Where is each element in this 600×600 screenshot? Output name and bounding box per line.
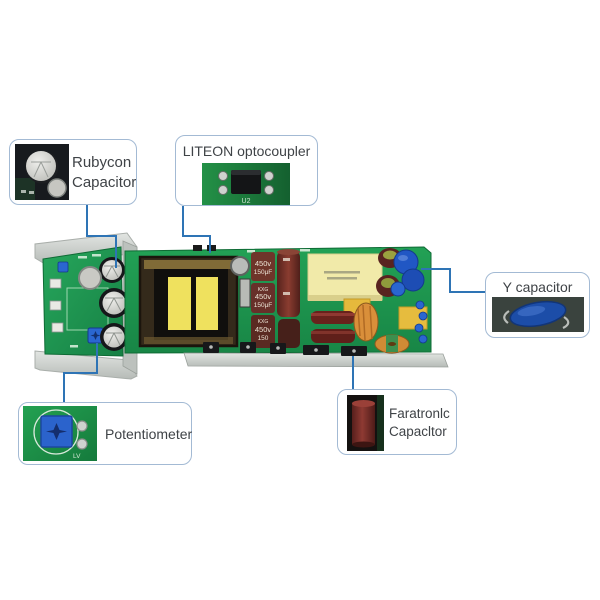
faratronic-capacitors-component xyxy=(311,311,355,343)
rubycon-capacitor-photo xyxy=(15,144,69,200)
faratronic-capacitor-photo xyxy=(347,395,384,451)
yellow-component xyxy=(398,306,428,330)
film-capacitor-block xyxy=(307,253,383,301)
capacitor-ratings: 450v 150μF KXG 450v 150μF KXG 450v 150 xyxy=(254,259,273,342)
daughter-board xyxy=(42,246,129,357)
liteon-label: LITEON optocoupler xyxy=(182,143,311,159)
liteon-optocoupler-photo: U2 xyxy=(202,163,290,205)
rubycon-label-line2: Capacitor xyxy=(72,174,137,191)
transformer-winding-window xyxy=(196,277,218,330)
svg-text:KXG: KXG xyxy=(258,319,269,325)
small-top-components xyxy=(193,245,310,253)
svg-text:150μF: 150μF xyxy=(254,302,273,309)
potentiometer-marking-text: LV xyxy=(73,453,81,460)
faratronic-label-line1: Faratronlc xyxy=(389,406,450,421)
trimmer-small xyxy=(57,261,69,273)
callout-y-capacitor: Y capacitor xyxy=(485,272,590,338)
svg-text:450v: 450v xyxy=(255,292,272,301)
potentiometer-connector-line xyxy=(63,343,98,402)
callout-connector-lines xyxy=(63,205,485,402)
potentiometer-photo: LV xyxy=(23,406,97,461)
callout-faratronic-capacitor: Faratronlc Capacltor xyxy=(337,389,457,455)
liteon-connector-line xyxy=(182,206,211,253)
copper-toroid-vertical xyxy=(353,302,379,342)
small-blue-capacitors xyxy=(414,300,428,344)
svg-text:150: 150 xyxy=(258,335,269,342)
rubycon-label-line1: Rubycon xyxy=(72,154,132,171)
silkscreen-marks xyxy=(70,254,101,348)
svg-text:450v: 450v xyxy=(255,259,272,268)
heatsink-bar xyxy=(183,352,449,368)
kxg-capacitor-bank: 450v 150μF KXG 450v 150μF KXG 450v 150 xyxy=(251,249,300,348)
rubycon-capacitors xyxy=(78,257,129,351)
faratronic-label-line2: Capacltor xyxy=(389,424,447,439)
power-transistors xyxy=(203,342,367,356)
transformer-winding-window xyxy=(168,277,191,330)
y-capacitor-photo xyxy=(492,297,584,332)
optocoupler-ref-text: U2 xyxy=(242,198,251,205)
callout-liteon-optocoupler: LITEON optocoupler U2 xyxy=(175,135,318,206)
callout-rubycon-capacitor: Rubycon Capacitor xyxy=(9,139,137,205)
svg-text:150μF: 150μF xyxy=(254,269,273,276)
small-electrolytic-top xyxy=(230,256,250,276)
y-capacitors-component xyxy=(390,249,425,297)
ycap-connector-line xyxy=(421,268,485,293)
copper-toroid-flat xyxy=(374,334,410,354)
main-transformer xyxy=(138,255,239,348)
callout-potentiometer: LV Potentiometer xyxy=(18,402,192,465)
rubycon-connector-line xyxy=(86,205,117,268)
gray-component xyxy=(239,278,251,308)
main-board: 450v 150μF KXG 450v 150μF KXG 450v 150 xyxy=(124,245,449,368)
rubycon-label: Rubycon Capacitor xyxy=(72,153,136,193)
svg-text:450v: 450v xyxy=(255,325,272,334)
terminal-blocks xyxy=(49,278,64,333)
svg-text:KXG: KXG xyxy=(258,287,269,293)
potentiometer-label: Potentiometer xyxy=(105,426,193,442)
ycap-label: Y capacitor xyxy=(502,279,573,295)
faratronic-label: Faratronlc Capacltor xyxy=(389,405,450,441)
